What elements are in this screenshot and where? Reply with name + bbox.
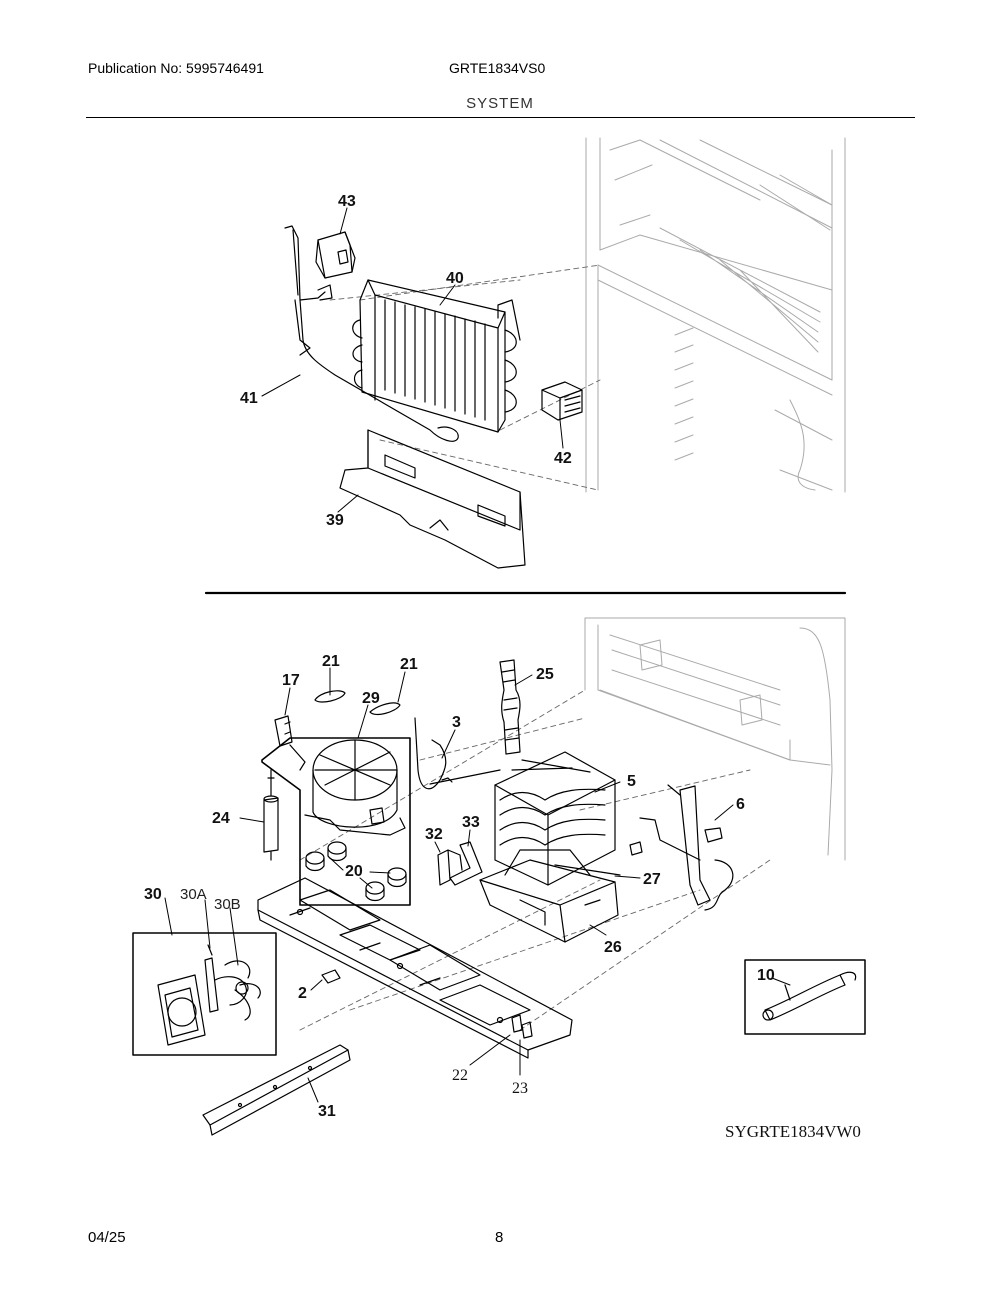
callout-43: 43 bbox=[338, 193, 356, 210]
footer-date: 04/25 bbox=[88, 1229, 126, 1246]
callout-23: 23 bbox=[512, 1080, 528, 1097]
callout-6: 6 bbox=[736, 796, 745, 813]
freezer-cabinet-outline bbox=[585, 137, 846, 493]
model-number: GRTE1834VS0 bbox=[449, 60, 546, 76]
part-32-bracket bbox=[437, 849, 463, 886]
callout-21-left: 21 bbox=[322, 653, 340, 670]
callout-10: 10 bbox=[757, 967, 775, 984]
callout-21-right: 21 bbox=[400, 656, 418, 673]
part-6-wire-harness bbox=[629, 784, 734, 911]
part-24-drier bbox=[263, 769, 279, 861]
callout-25: 25 bbox=[536, 666, 554, 683]
callout-3: 3 bbox=[452, 714, 461, 731]
part-39-evaporator-cover bbox=[339, 429, 526, 569]
part-42-relay bbox=[541, 381, 583, 421]
part-10-tube-assembly bbox=[744, 959, 866, 1035]
part-2-bracket bbox=[321, 969, 341, 984]
callout-30b: 30B bbox=[214, 896, 241, 913]
part-33-bracket bbox=[449, 841, 483, 886]
callout-17: 17 bbox=[282, 672, 300, 689]
compressor-base-plate bbox=[257, 877, 573, 1059]
part-26-drain-pan bbox=[479, 849, 619, 943]
callout-27: 27 bbox=[643, 871, 661, 888]
cabinet-back-outline bbox=[584, 617, 846, 861]
callout-2: 2 bbox=[298, 985, 307, 1002]
part-5-condenser bbox=[494, 751, 621, 886]
callout-33: 33 bbox=[462, 814, 480, 831]
callout-22: 22 bbox=[452, 1067, 468, 1084]
callout-30: 30 bbox=[144, 886, 162, 903]
callout-26: 26 bbox=[604, 939, 622, 956]
callout-20: 20 bbox=[345, 863, 363, 880]
part-25-drain-tube bbox=[499, 659, 521, 755]
part-21-clips bbox=[314, 690, 401, 716]
header-rule bbox=[86, 117, 915, 118]
callout-42: 42 bbox=[554, 450, 572, 467]
part-31-base-rail bbox=[202, 1044, 351, 1136]
part-30-fan-assembly bbox=[132, 932, 277, 1056]
part-41-defrost-heater-harness bbox=[284, 225, 459, 442]
callout-39: 39 bbox=[326, 512, 344, 529]
callout-40: 40 bbox=[446, 270, 464, 287]
callout-41: 41 bbox=[240, 390, 258, 407]
callout-24: 24 bbox=[212, 810, 230, 827]
callout-5: 5 bbox=[627, 773, 636, 790]
part-17-overload bbox=[274, 715, 293, 747]
part-22-23-fasteners bbox=[511, 1014, 533, 1039]
part-20-grommets bbox=[305, 841, 407, 902]
page-number: 8 bbox=[495, 1229, 504, 1246]
diagram-reference-code: SYGRTE1834VW0 bbox=[725, 1122, 861, 1141]
callout-31: 31 bbox=[318, 1103, 336, 1120]
callout-32: 32 bbox=[425, 826, 443, 843]
part-40-evaporator bbox=[352, 279, 521, 433]
publication-number: Publication No: 5995746491 bbox=[88, 60, 264, 76]
callout-29: 29 bbox=[362, 690, 380, 707]
callout-30a: 30A bbox=[180, 886, 207, 903]
section-title: SYSTEM bbox=[466, 95, 534, 112]
part-43-defrost-timer bbox=[315, 231, 356, 279]
